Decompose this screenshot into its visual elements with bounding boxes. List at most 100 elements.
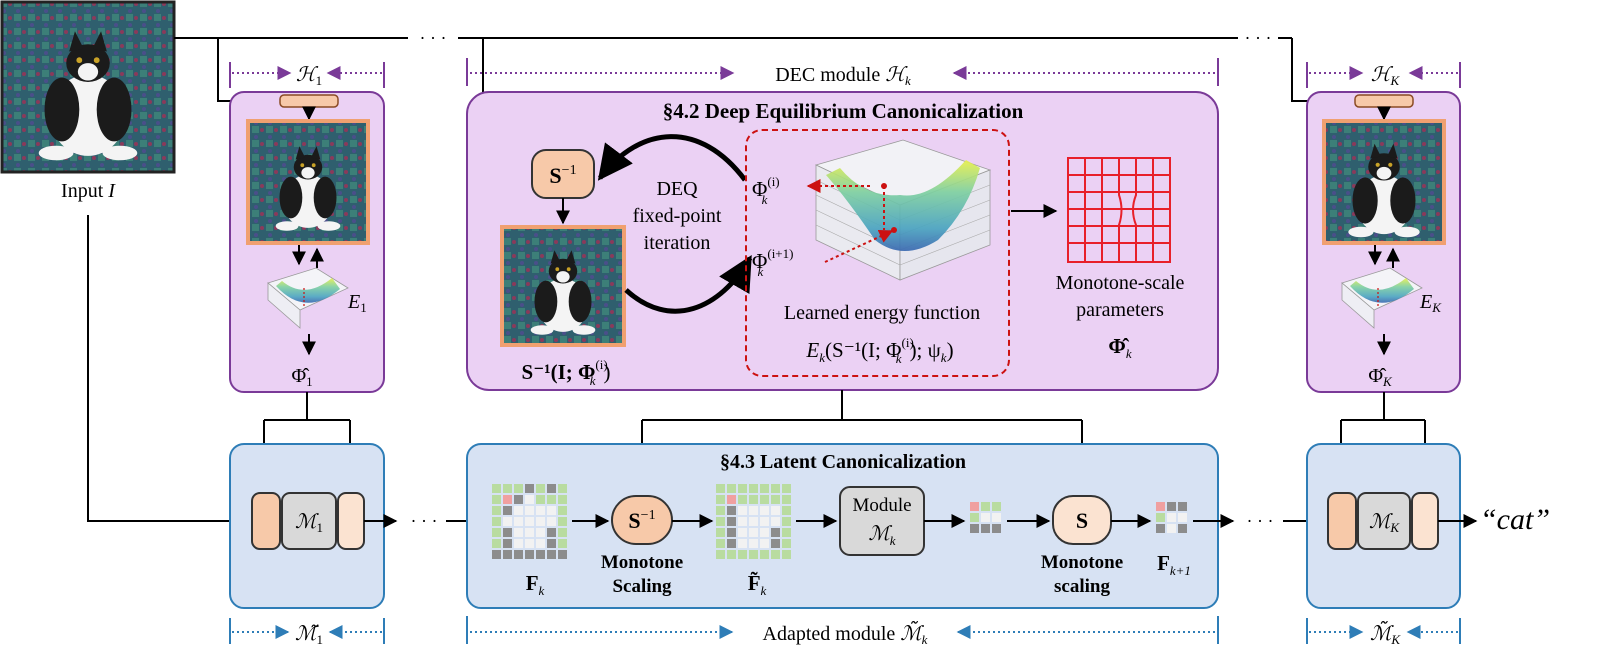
m1-right-adapter	[337, 492, 365, 550]
monotone-params-line2: parameters	[1076, 299, 1164, 321]
feature-grid-ftilde	[716, 484, 791, 559]
latent-sinv-label: S−1	[628, 508, 655, 533]
deq-label-1: DEQ	[656, 178, 698, 200]
feature-cell	[727, 539, 736, 548]
mid-ellipsis-2: · · ·	[1247, 511, 1274, 531]
feature-cell	[547, 550, 556, 559]
feature-cell	[558, 517, 567, 526]
feature-cell	[981, 502, 990, 511]
feature-cell	[503, 528, 512, 537]
h1-header-label: ℋ1	[296, 64, 322, 88]
h1-header-bracket	[229, 62, 385, 88]
feature-cell	[738, 495, 747, 504]
dec-first-phi: Φ̂1	[291, 365, 312, 389]
feature-cell	[782, 506, 791, 515]
dec-warped-image	[500, 225, 626, 347]
ftilde-label: F̃k	[748, 571, 767, 598]
warp-grid-icon	[1067, 157, 1171, 263]
feature-cell	[492, 517, 501, 526]
dec-last-energy-label: EK	[1419, 291, 1442, 315]
feature-cell	[514, 539, 523, 548]
feature-cell	[970, 513, 979, 522]
feature-cell	[1178, 524, 1187, 533]
feature-cell	[760, 517, 769, 526]
feature-cell	[503, 550, 512, 559]
feature-cell	[782, 495, 791, 504]
feature-cell	[760, 495, 769, 504]
feature-cell	[514, 517, 523, 526]
adapted-label: Adapted module ℳ̃k	[763, 620, 928, 647]
fnext-label: Fk+1	[1157, 551, 1191, 578]
feature-cell	[558, 528, 567, 537]
feature-cell	[492, 539, 501, 548]
mk-right-adapter	[1411, 492, 1439, 550]
output-label: “cat”	[1480, 503, 1550, 536]
latent-title: §4.3 Latent Canonicalization	[720, 451, 966, 473]
feature-cell	[503, 484, 512, 493]
phi-hat-k: Φ̂k	[1108, 334, 1131, 361]
feature-cell	[1167, 513, 1176, 522]
feature-cell	[992, 524, 1001, 533]
feature-cell	[536, 550, 545, 559]
feature-cell	[503, 517, 512, 526]
mid-ellipsis-1: · · ·	[411, 511, 438, 531]
m1-label: ℳ1	[295, 511, 323, 535]
feature-cell	[525, 539, 534, 548]
feature-cell	[992, 513, 1001, 522]
deq-label-3: iteration	[644, 232, 711, 254]
hk-header-bracket	[1306, 62, 1461, 88]
feature-cell	[760, 528, 769, 537]
m1-module	[281, 492, 337, 550]
energy-arrow-phi-i1	[824, 229, 894, 263]
scale1-line1: Monotone	[601, 552, 683, 573]
scale2-line1: Monotone	[1041, 552, 1123, 573]
mk-bottom-bracket	[1306, 618, 1461, 644]
dec-sinv-label: S−1	[549, 163, 576, 188]
scale2-line2: scaling	[1054, 576, 1110, 597]
energy-surface-plot	[814, 139, 992, 281]
dec-main-title: §4.2 Deep Equilibrium Canonicalization	[663, 99, 1024, 123]
dec-first-energy-label: E1	[347, 291, 367, 315]
dec-last-input-token	[1354, 94, 1414, 108]
feature-cell	[536, 484, 545, 493]
feature-cell	[738, 484, 747, 493]
feature-cell	[771, 539, 780, 548]
feature-cell	[514, 484, 523, 493]
feature-cell	[782, 528, 791, 537]
feature-cell	[558, 495, 567, 504]
feature-cell	[970, 524, 979, 533]
feature-cell	[716, 506, 725, 515]
feature-cell	[514, 506, 523, 515]
dec-warped-caption: S⁻¹(I; Φ(i)k)	[522, 357, 611, 388]
feature-cell	[771, 495, 780, 504]
feature-cell	[782, 539, 791, 548]
feature-cell	[492, 550, 501, 559]
feature-cell	[558, 506, 567, 515]
feature-cell	[525, 528, 534, 537]
m1-left-adapter	[251, 492, 281, 550]
m1-bottom-label: ℳ̃1	[295, 623, 323, 647]
feature-cell	[547, 517, 556, 526]
phi-i-label: Φ(i)k	[752, 174, 780, 207]
dec-main-header-label: DEC module ℋk	[775, 64, 911, 88]
feature-cell	[727, 484, 736, 493]
mk-module	[1357, 492, 1411, 550]
feature-cell	[716, 528, 725, 537]
deq-label-2: fixed-point	[633, 205, 722, 227]
feature-cell	[716, 484, 725, 493]
feature-cell	[760, 550, 769, 559]
feature-cell	[749, 550, 758, 559]
feature-cell	[1178, 502, 1187, 511]
dec-last-loop-arrows	[1368, 245, 1400, 268]
feature-cell	[716, 495, 725, 504]
feature-cell	[738, 539, 747, 548]
hk-header-label: ℋK	[1371, 64, 1401, 88]
feature-cell	[1178, 513, 1187, 522]
feature-cell	[547, 484, 556, 493]
mk-bottom-label: ℳ̃K	[1370, 620, 1401, 647]
feature-cell	[771, 550, 780, 559]
feature-cell	[738, 550, 747, 559]
feature-cell	[558, 550, 567, 559]
feature-cell	[1167, 502, 1176, 511]
feature-cell	[782, 550, 791, 559]
